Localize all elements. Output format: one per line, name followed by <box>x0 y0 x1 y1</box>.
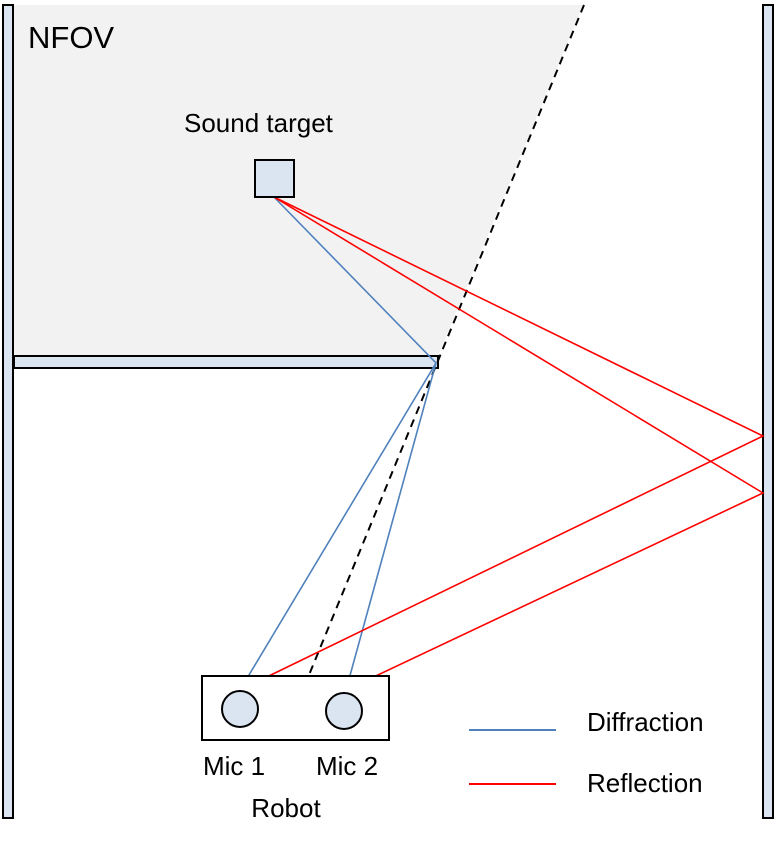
los-boundary-line <box>292 4 585 715</box>
mic2-label: Mic 2 <box>316 751 378 781</box>
nfov-region <box>14 5 583 356</box>
diffraction-path-mic2 <box>345 362 437 691</box>
nfov-label: NFOV <box>28 20 114 55</box>
mic1-circle <box>221 690 259 728</box>
robot-label: Robot <box>251 793 321 823</box>
sound-target-label: Sound target <box>184 108 334 138</box>
sound-target-box <box>254 159 295 198</box>
mic2-circle <box>325 692 363 730</box>
reflection-path-mic1 <box>239 196 765 691</box>
reflection-path-mic2 <box>273 196 765 691</box>
mic1-label: Mic 1 <box>203 751 265 781</box>
legend-reflection-label: Reflection <box>587 768 703 798</box>
occluding-wall <box>13 355 439 369</box>
left-wall <box>2 4 14 819</box>
right-wall <box>762 4 774 819</box>
legend-diffraction-label: Diffraction <box>587 707 704 737</box>
